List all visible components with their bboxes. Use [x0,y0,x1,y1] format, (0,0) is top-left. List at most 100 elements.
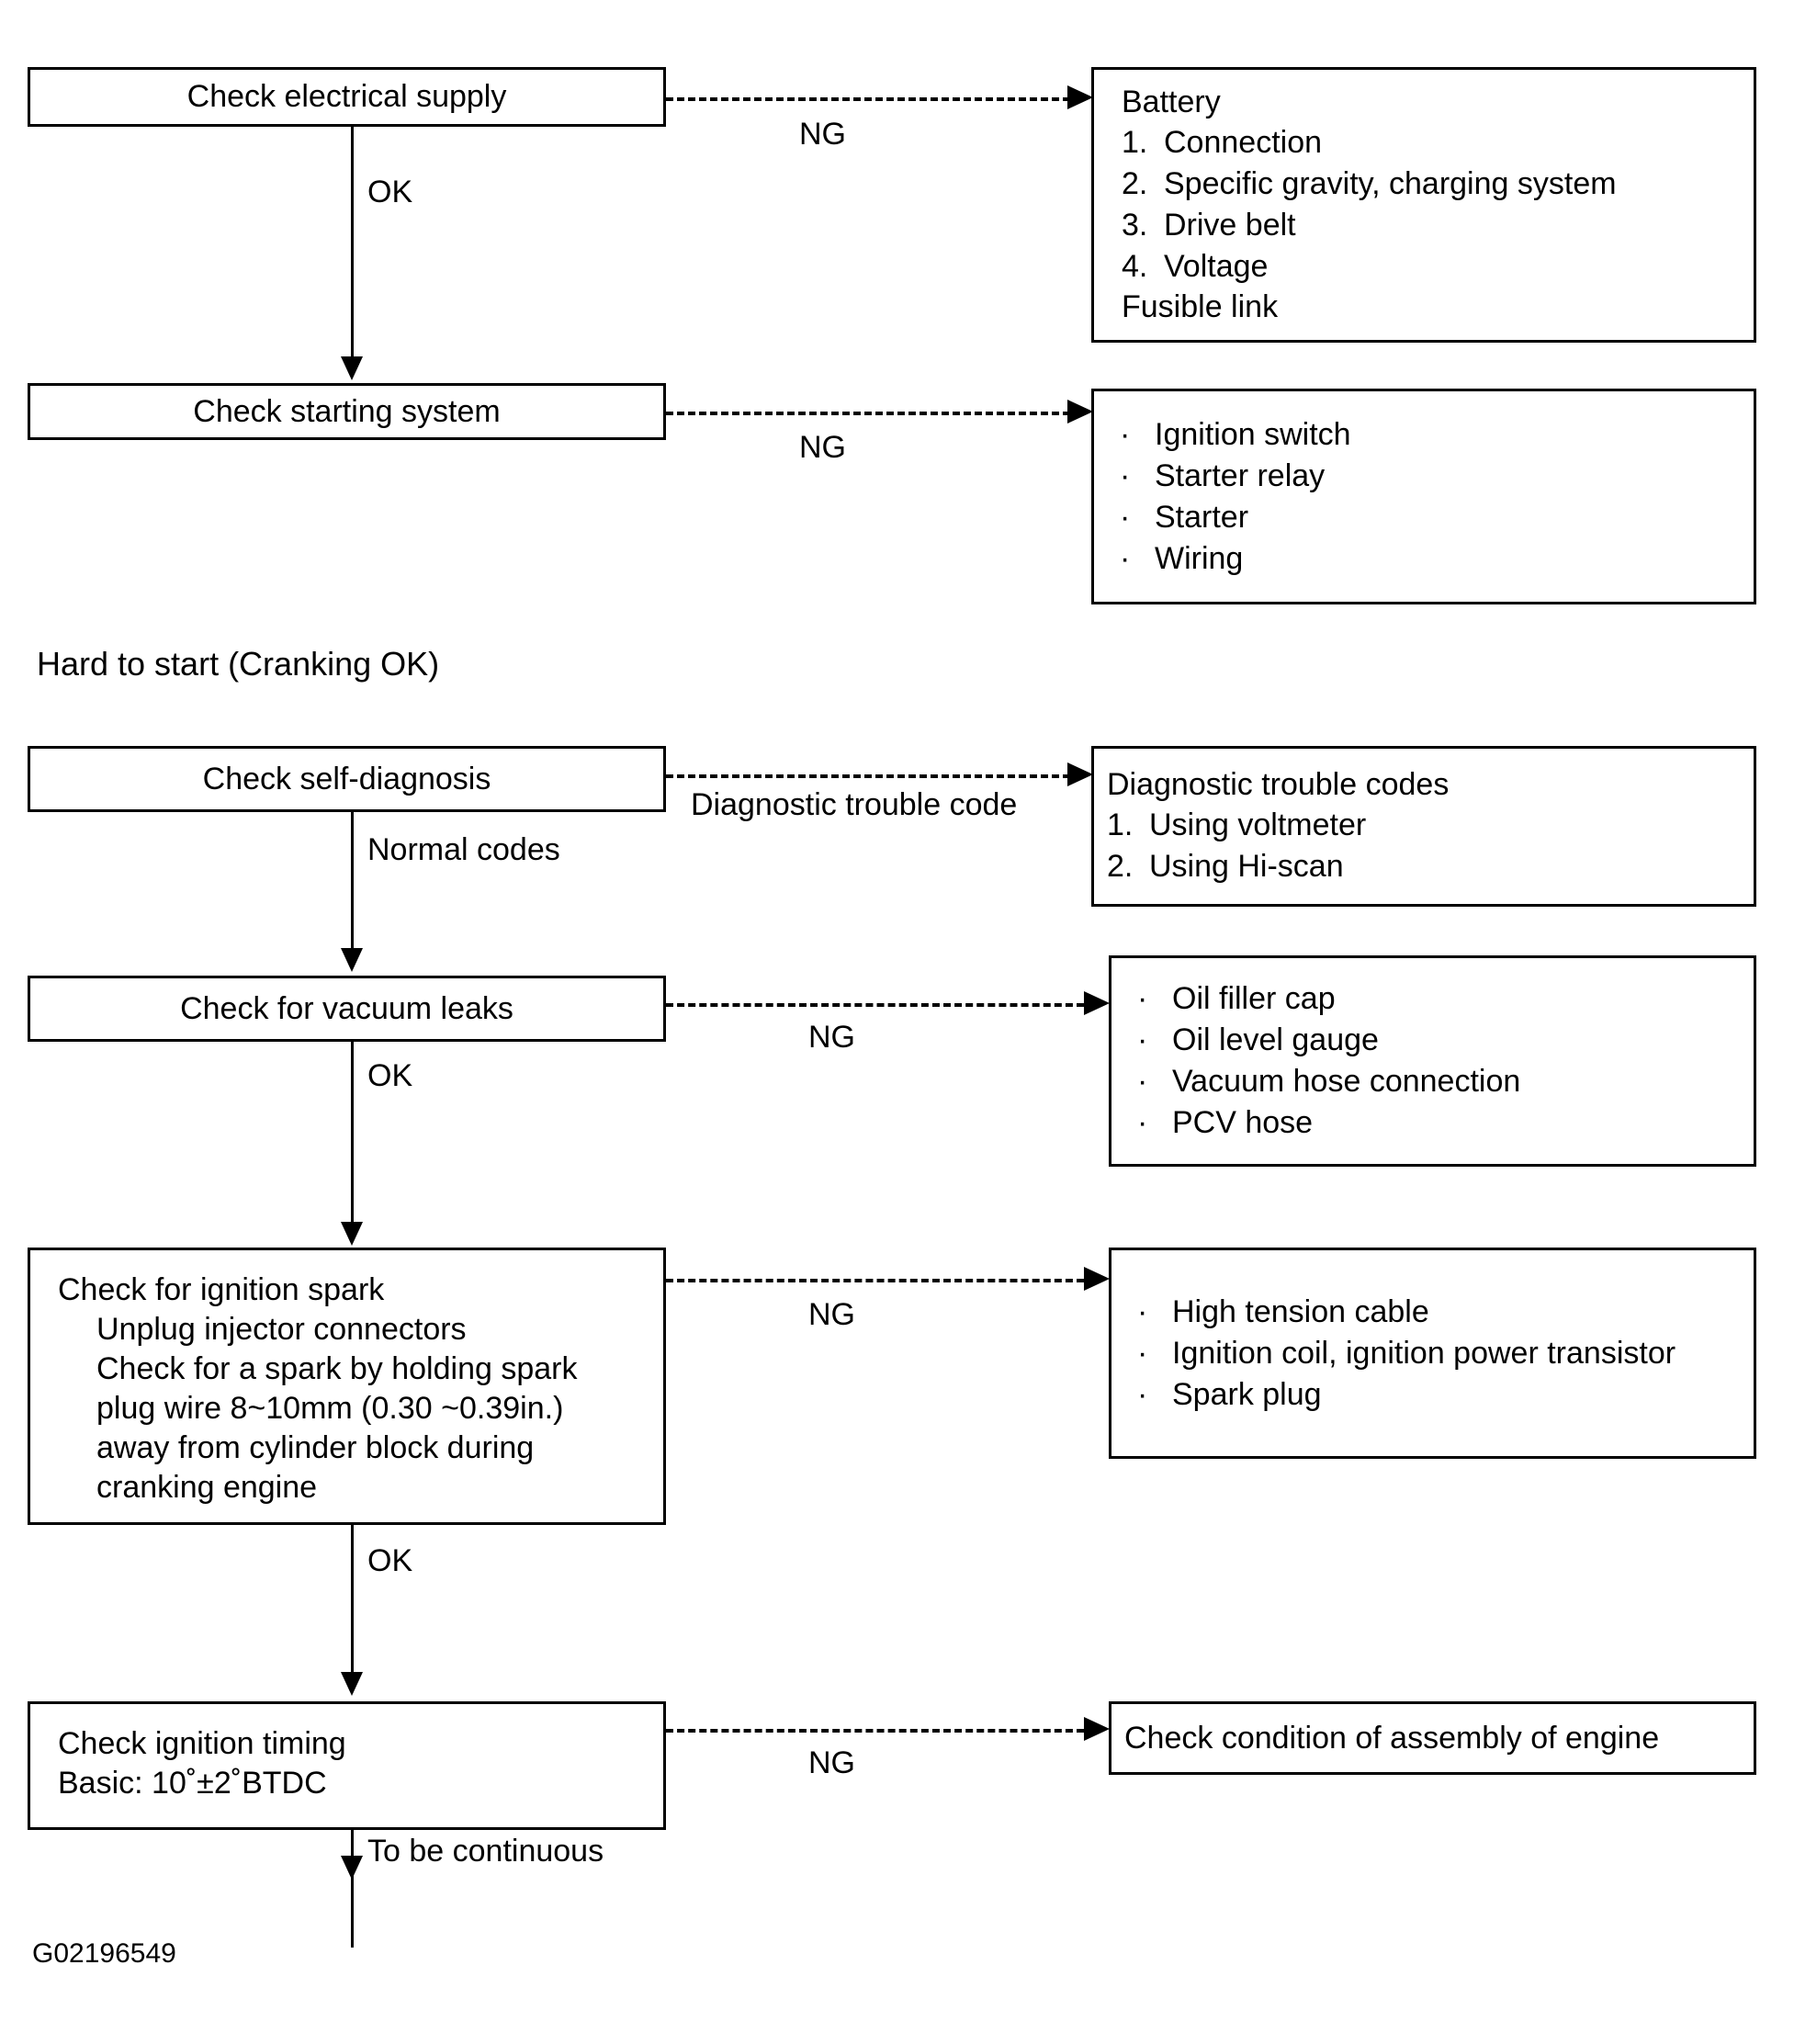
ng-connector-5 [666,1279,1084,1282]
item-text: Specific gravity, charging system [1164,166,1617,201]
branch-label-ok-3: OK [367,1543,413,1578]
result-item: 2. Using Hi-scan [1107,846,1344,887]
result-footer: Fusible link [1122,289,1279,324]
branch-label-ok-1: OK [367,175,413,209]
to-be-continuous-connector [351,1830,354,1948]
step-line: Check for a spark by holding spark [96,1351,578,1386]
branch-label-ng-1: NG [799,117,846,152]
step-box-check-vacuum-leaks[interactable]: Check for vacuum leaks [28,976,666,1042]
result-bullet: · PCV hose [1124,1102,1313,1144]
item-marker: 1. [1122,125,1148,160]
step-label: Check for vacuum leaks [180,990,513,1026]
item-text: Drive belt [1164,208,1296,243]
arrowhead-right-3 [1067,762,1093,786]
step-line: Unplug injector connectors [96,1312,467,1347]
result-box-battery[interactable]: Battery 1. Connection 2. Specific gravit… [1091,67,1756,343]
step-box-check-ignition-spark[interactable]: Check for ignition spark Unplug injector… [28,1248,666,1525]
result-bullet: · Ignition switch [1107,414,1351,456]
arrowhead-right-4 [1084,991,1110,1015]
bullet-icon: · [1120,457,1131,493]
result-bullet: · Ignition coil, ignition power transist… [1124,1333,1676,1374]
bullet-text: Ignition coil, ignition power transistor [1172,1335,1676,1371]
step-box-check-starting-system[interactable]: Check starting system [28,383,666,440]
item-marker: 2. [1122,166,1148,201]
result-item: 2. Specific gravity, charging system [1122,164,1617,205]
branch-label-ng-4: NG [808,1020,855,1055]
normal-codes-connector [351,812,354,948]
bullet-icon: · [1137,1105,1148,1140]
step-line: plug wire 8~10mm (0.30 ~0.39in.) [96,1391,564,1426]
bullet-text: PCV hose [1172,1105,1314,1140]
ok-connector-1 [351,127,354,356]
bullet-text: Wiring [1155,540,1244,576]
item-text: Using Hi-scan [1149,849,1344,884]
step-box-check-electrical-supply[interactable]: Check electrical supply [28,67,666,127]
result-box-vacuum-leaks[interactable]: · Oil filler cap · Oil level gauge · Vac… [1109,955,1756,1167]
step-label: Check self-diagnosis [202,761,491,796]
result-item: 3. Drive belt [1122,205,1296,246]
result-item: 1. Connection [1122,122,1322,164]
result-item: 4. Voltage [1122,246,1268,288]
item-text: Voltage [1164,249,1269,284]
ok-connector-2 [351,1042,354,1222]
result-bullet: · Oil level gauge [1124,1020,1379,1061]
item-text: Connection [1164,125,1323,160]
branch-label-to-be-continuous: To be continuous [367,1834,604,1869]
bullet-icon: · [1120,416,1131,452]
ok-connector-3 [351,1525,354,1672]
result-bullet: · Vacuum hose connection [1124,1061,1520,1102]
branch-label-normal-codes: Normal codes [367,832,560,867]
arrowhead-down-3 [341,1222,363,1246]
step-line: away from cylinder block during [96,1430,535,1465]
bullet-text: Oil level gauge [1172,1022,1379,1057]
bullet-icon: · [1137,1064,1148,1099]
bullet-text: Starter relay [1155,457,1326,493]
item-marker: 1. [1107,807,1134,842]
bullet-icon: · [1137,1022,1148,1057]
branch-label-ng-6: NG [808,1745,855,1780]
item-marker: 2. [1107,849,1134,884]
figure-id-label: G02196549 [32,1938,176,1969]
result-bullet: · Wiring [1107,538,1243,580]
dtc-connector [666,774,1070,778]
result-box-diagnostic-trouble-codes[interactable]: Diagnostic trouble codes 1. Using voltme… [1091,746,1756,907]
branch-label-diagnostic-trouble-code: Diagnostic trouble code [691,787,1018,822]
arrowhead-down-5 [341,1856,363,1880]
arrowhead-down-4 [341,1672,363,1696]
arrowhead-down-1 [341,356,363,380]
result-title: Diagnostic trouble codes [1107,767,1450,802]
result-label: Check condition of assembly of engine [1124,1720,1660,1756]
arrowhead-right-2 [1067,400,1093,423]
bullet-icon: · [1120,499,1131,535]
ng-connector-1 [666,97,1070,101]
branch-label-ng-2: NG [799,430,846,465]
result-bullet: · Oil filler cap [1124,978,1336,1020]
result-box-assembly-of-engine[interactable]: Check condition of assembly of engine [1109,1701,1756,1775]
bullet-icon: · [1137,1335,1148,1371]
step-label: Check electrical supply [186,79,507,114]
item-text: Using voltmeter [1149,807,1367,842]
bullet-text: Starter [1155,499,1249,535]
result-box-starting-system[interactable]: · Ignition switch · Starter relay · Star… [1091,389,1756,604]
branch-label-ng-5: NG [808,1297,855,1332]
result-title: Battery [1122,85,1221,119]
section-title-hard-to-start: Hard to start (Cranking OK) [37,645,440,683]
ng-connector-6 [666,1729,1084,1733]
bullet-icon: · [1137,1376,1148,1412]
step-line: cranking engine [96,1470,318,1505]
result-bullet: · Starter relay [1107,456,1325,497]
result-box-ignition-spark[interactable]: · High tension cable · Ignition coil, ig… [1109,1248,1756,1459]
ng-connector-2 [666,412,1070,415]
bullet-icon: · [1120,540,1131,576]
step-label: Check starting system [193,393,501,429]
step-line: Check ignition timing [58,1726,346,1761]
bullet-text: Oil filler cap [1172,981,1336,1016]
step-box-check-ignition-timing[interactable]: Check ignition timing Basic: 10˚±2˚BTDC [28,1701,666,1830]
ng-connector-4 [666,1003,1084,1007]
step-box-check-self-diagnosis[interactable]: Check self-diagnosis [28,746,666,812]
result-bullet: · Spark plug [1124,1374,1322,1416]
arrowhead-right-1 [1067,85,1093,109]
step-line: Basic: 10˚±2˚BTDC [58,1766,327,1801]
bullet-icon: · [1137,981,1148,1016]
